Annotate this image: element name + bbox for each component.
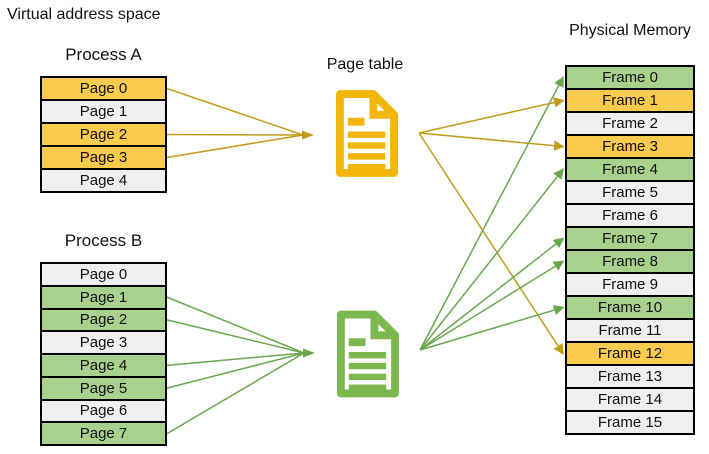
frame-cell: Frame 11	[565, 318, 695, 343]
frame-cell: Frame 2	[565, 111, 695, 136]
frame-cell: Frame 6	[565, 203, 695, 228]
page-cell: Page 0	[40, 76, 167, 101]
page-cell: Page 7	[40, 421, 167, 446]
page-cell: Page 1	[40, 99, 167, 124]
process-a-title: Process A	[65, 45, 142, 64]
frame-cell: Frame 7	[565, 226, 695, 251]
page-cell: Page 4	[40, 168, 167, 193]
frame-cell: Frame 5	[565, 180, 695, 205]
frame-cell: Frame 14	[565, 387, 695, 412]
frame-cell: Frame 10	[565, 295, 695, 320]
page-cell: Page 4	[40, 353, 167, 378]
virtual-address-space-title: Virtual address space	[7, 6, 161, 23]
page-cell: Page 1	[40, 284, 167, 310]
document-icon	[335, 90, 398, 177]
page-cell: Page 0	[40, 262, 167, 287]
page-cell: Page 5	[40, 375, 167, 401]
frame-cell: Frame 8	[565, 249, 695, 274]
page-table-b-document-icon	[334, 310, 399, 403]
frame-cell: Frame 3	[565, 134, 695, 159]
page-cell: Page 2	[40, 122, 167, 147]
page-table-label: Page table	[326, 56, 404, 73]
process-b-title: Process B	[64, 231, 143, 250]
frame-cell: Frame 0	[565, 65, 695, 90]
page-cell: Page 3	[40, 145, 167, 170]
document-icon	[336, 310, 399, 398]
page-cell: Page 3	[40, 330, 167, 355]
frame-cell: Frame 1	[565, 88, 695, 113]
frame-cell: Frame 13	[565, 364, 695, 389]
frame-cell: Frame 15	[565, 410, 695, 435]
page-cell: Page 6	[40, 398, 167, 424]
physical-memory-title: Physical Memory	[569, 22, 691, 39]
frame-cell: Frame 12	[565, 341, 695, 366]
page-table-a-document-icon	[333, 90, 398, 182]
frame-cell: Frame 9	[565, 272, 695, 297]
page-cell: Page 2	[40, 307, 167, 333]
frame-cell: Frame 4	[565, 157, 695, 182]
